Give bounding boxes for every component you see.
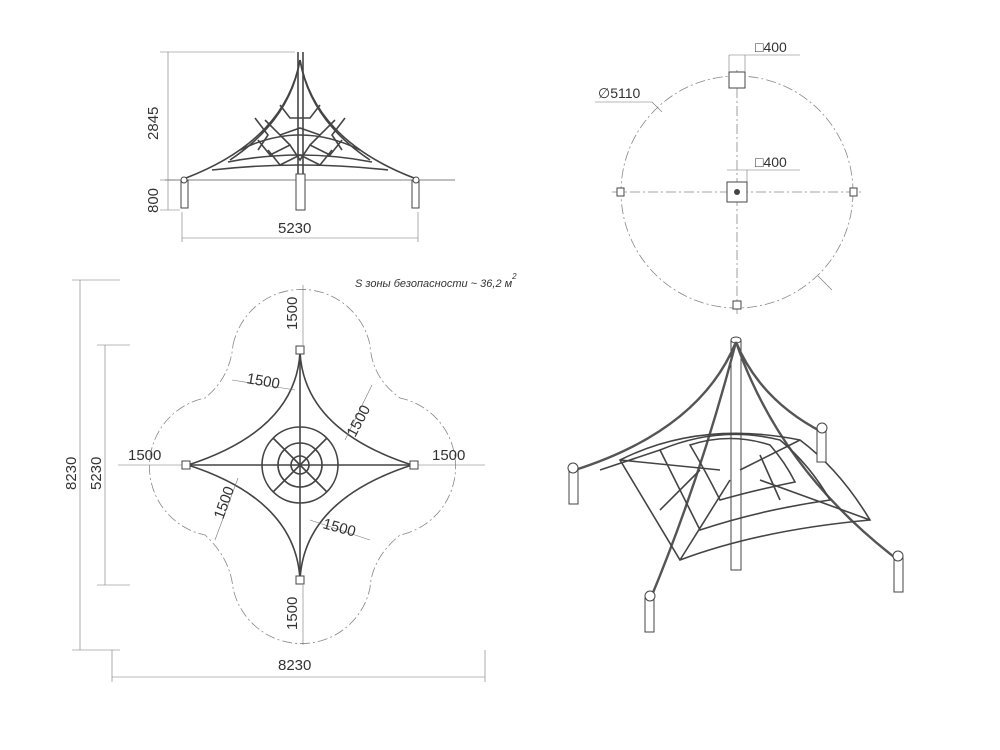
outer-height-label: 8230 — [63, 457, 80, 490]
diameter-label: ∅5110 — [598, 85, 641, 101]
safety-area-note: S зоны безопасности ~ 36,2 м2 — [355, 272, 517, 290]
isometric-view — [567, 336, 904, 633]
side-view: 2845 800 5230 — [145, 51, 455, 242]
side-height-label: 2845 — [145, 107, 162, 140]
top-plan: □400 □400 ∅5110 — [595, 39, 862, 314]
zone-diag-lr-label: 1500 — [321, 515, 358, 540]
zone-diag-ul-label: 1500 — [245, 370, 281, 393]
outer-width-label: 8230 — [278, 657, 311, 674]
inner-height-label: 5230 — [88, 457, 105, 490]
side-width-label: 5230 — [278, 220, 311, 237]
post-top-size-label: □400 — [755, 39, 787, 55]
zone-right-label: 1500 — [432, 447, 465, 464]
safety-zone-plan: 1500 1500 1500 1500 1500 1500 1500 1500 … — [63, 272, 517, 682]
zone-diag-ur-label: 1500 — [344, 402, 375, 439]
zone-bottom-label: 1500 — [284, 597, 301, 630]
side-base-label: 800 — [145, 188, 162, 213]
zone-top-label: 1500 — [284, 297, 301, 330]
post-center-size-label: □400 — [755, 154, 787, 170]
zone-left-label: 1500 — [128, 447, 161, 464]
zone-diag-ll-label: 1500 — [211, 484, 238, 521]
